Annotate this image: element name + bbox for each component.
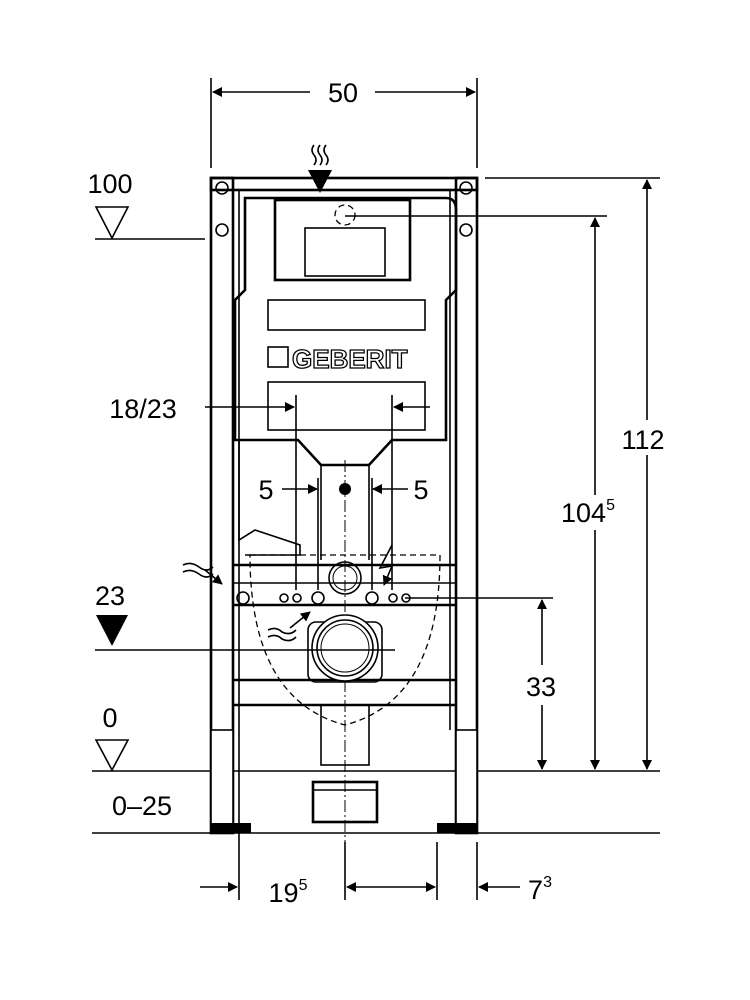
svg-text:23: 23 (95, 581, 125, 611)
dim-bolt-spacing: 18/23 (109, 394, 430, 590)
dim-drain-height: 33 (405, 597, 556, 770)
drain-bend (307, 614, 383, 824)
dim-actuator-height: 1045 (345, 215, 615, 770)
fixing-points (236, 591, 411, 605)
svg-text:5: 5 (413, 475, 428, 505)
svg-text:5: 5 (258, 475, 273, 505)
svg-text:33: 33 (526, 672, 556, 702)
level-floor: 0 (94, 703, 130, 772)
svg-text:100: 100 (87, 169, 132, 199)
svg-text:1045: 1045 (561, 497, 615, 528)
svg-text:195: 195 (269, 877, 308, 908)
level-top: 100 (87, 169, 205, 240)
electrical-icon (378, 544, 394, 586)
water-supply-icon (308, 144, 332, 193)
water-inlet-icon (182, 562, 223, 585)
cistern: GEBERIT (233, 196, 458, 556)
waste-flow-icon (267, 611, 311, 642)
svg-text:0: 0 (102, 703, 117, 733)
svg-text:18/23: 18/23 (109, 394, 177, 424)
floor-adjust-label: 0–25 (112, 791, 172, 821)
bowl-outline (249, 554, 441, 726)
level-drain: 23 (95, 581, 395, 651)
svg-text:73: 73 (528, 874, 552, 905)
dim-total-height: 112 (485, 177, 665, 770)
dim-pipe-offsets: 5 5 (258, 475, 429, 590)
dim-width: 50 (210, 78, 478, 168)
geberit-logo: GEBERIT (267, 343, 408, 375)
svg-text:50: 50 (328, 78, 358, 108)
svg-text:112: 112 (621, 425, 664, 455)
svg-text:GEBERIT: GEBERIT (292, 344, 408, 374)
dim-bottom: 195 73 (200, 730, 552, 908)
